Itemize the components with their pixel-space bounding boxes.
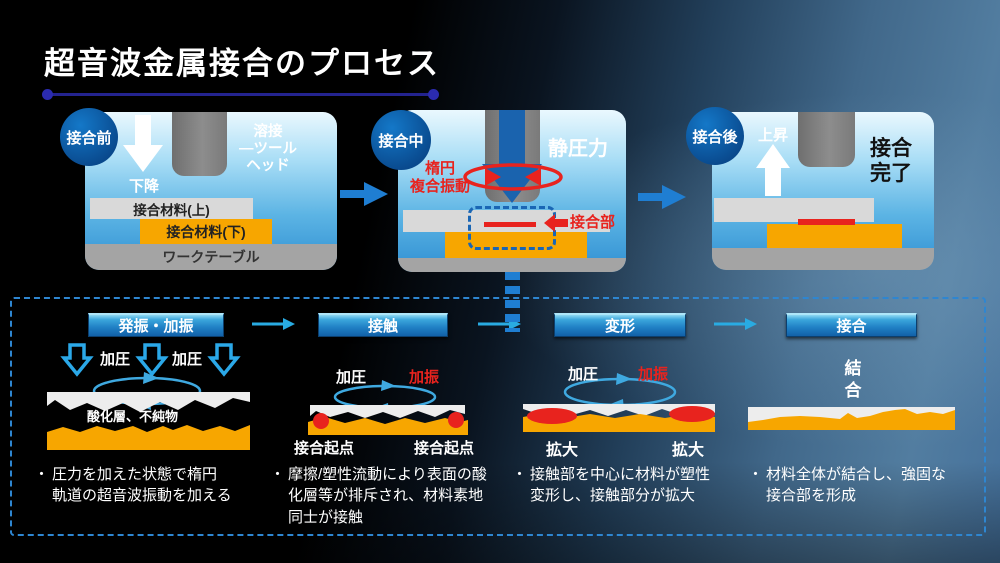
elliptical-vibration-label: 楕円 複合振動 [409,160,470,195]
step-button-oscillation: 発振・加振 [88,313,224,337]
lower-material-shape [47,425,250,450]
step-button-contact: 接触 [318,313,448,337]
lower-material-bar [767,224,902,248]
lower-material-bar: 接合材料(下) [140,219,272,244]
bond-start-label: 接合起点 [294,440,355,457]
upper-material-bar [714,198,874,222]
upper-material-bar: 接合材料(上) [90,198,253,219]
bond-point-label: 接合部 [570,214,616,231]
bond-zone-dashed-box [468,206,556,250]
work-table-bar [712,248,934,270]
badge-before: 接合前 [60,108,118,166]
bullet-marker: ・ [748,466,764,483]
step-arrow-icon [714,318,757,330]
panel-before-bonding: 下降 溶接 ―ツール ヘッド 接合材料(上) 接合材料(下) ワークテーブル [85,112,337,270]
bullet-marker: ・ [270,466,286,483]
pressure-arrow-icon [60,343,241,377]
step-arrow-icon [252,318,295,330]
contact-point-dot [313,413,329,429]
motion-label: 下降 [129,178,160,195]
upper-material-shape [47,392,250,412]
pressure-label: 加圧 [568,366,599,383]
bond-line [484,222,536,227]
bullet-contact: ・ 摩擦/塑性流動により表面の酸 化層等が排斥され、材料素地 同士が接触 [270,464,512,528]
bullet-marker: ・ [34,466,50,483]
title-underline [48,93,430,96]
work-table-bar: ワークテーブル [85,244,337,270]
panel-after-bonding: 上昇 接合 完了 [712,112,934,270]
press-down-arrow-icon [482,110,542,203]
work-table-bar [398,258,626,272]
zoom-connector-dashes [505,272,520,332]
process-section [10,297,986,536]
motion-label: 上昇 [758,127,789,144]
expand-label: 拡大 [672,442,705,459]
lower-material-shape [308,417,468,435]
diagram-deformation [523,373,715,432]
down-arrow-icon [123,115,163,172]
badge-after: 接合後 [686,107,744,165]
expanded-contact-shape [669,406,715,422]
step-button-deformation: 変形 [554,313,686,337]
diagram-contact [308,380,468,435]
bond-line [798,219,855,225]
panel-during-bonding: 静圧力 楕円 複合振動 接合部 [398,110,626,272]
badge-during: 接合中 [371,110,431,170]
right-arrow-icon [340,182,388,206]
underline-dot-right [428,89,439,100]
bonded-label: 結 合 [844,359,862,401]
static-force-label: 静圧力 [548,138,608,160]
contact-point-dot [448,412,464,428]
bullet-text: 材料全体が結合し、強固な 接合部を形成 [766,466,947,505]
step-button-bonding: 接合 [786,313,917,337]
page-title: 超音波金属接合のプロセス [44,46,440,81]
pressure-label: 加圧 [100,351,131,368]
underline-dot-left [42,89,53,100]
bullet-oscillation: ・ 圧力を加えた状態で楕円 軌道の超音波振動を加える [34,464,266,507]
diagram-oscillation [47,343,250,450]
vibration-label: 加振 [638,366,669,383]
left-arrow-icon [544,214,568,232]
bullet-text: 接触部を中心に材料が塑性 変形し、接触部分が拡大 [530,466,711,505]
tool-head-label: 溶接 ―ツール ヘッド [239,124,297,175]
expanded-contact-shape [527,408,577,424]
bullet-marker: ・ [512,466,528,483]
diagram-bonded [748,407,955,430]
vibration-ellipse-icon [463,163,563,191]
lower-material-shape [748,409,955,430]
right-arrow-icon [638,185,686,209]
vibration-label: 加振 [409,369,440,386]
tool-head-shape [172,112,227,176]
complete-label: 接合 完了 [870,137,912,186]
pressure-label: 加圧 [336,369,367,386]
expand-label: 拡大 [546,442,579,459]
tool-head-shape [798,112,855,167]
bullet-text: 圧力を加えた状態で楕円 軌道の超音波振動を加える [52,466,232,505]
upper-material-shape [310,405,465,418]
oxide-layer-label: 酸化層、不純物 [87,409,179,424]
bullet-bonded: ・ 材料全体が結合し、強固な 接合部を形成 [748,464,980,507]
bullet-text: 摩擦/塑性流動により表面の酸 化層等が排斥され、材料素地 同士が接触 [288,466,487,526]
pressure-label: 加圧 [172,351,203,368]
bullet-deformation: ・ 接触部を中心に材料が塑性 変形し、接触部分が拡大 [512,464,750,507]
up-arrow-icon [756,144,790,196]
bond-start-label: 接合起点 [414,440,475,457]
